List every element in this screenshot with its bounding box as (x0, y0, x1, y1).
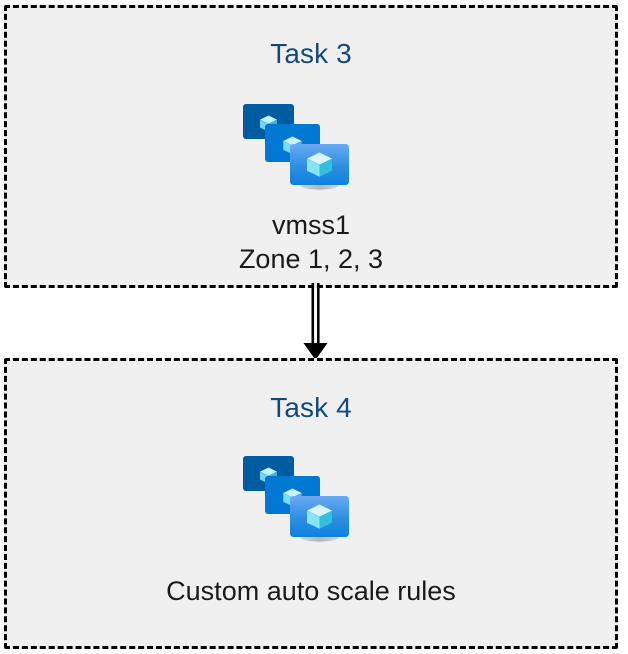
connector-arrow-task3-to-task4 (296, 283, 336, 361)
task-box-task3-content: Task 3 (7, 8, 615, 285)
box-label-zones: Zone 1, 2, 3 (238, 244, 384, 274)
box-label-vmss1: vmss1 (271, 210, 350, 240)
vmss-icon (240, 99, 350, 195)
vmss-icon (240, 451, 350, 547)
box-label-custom-auto-scale-rules: Custom auto scale rules (166, 576, 456, 606)
task-title-task3: Task 3 (270, 38, 352, 69)
task-box-task4[interactable]: Task 4 (4, 358, 618, 649)
task-box-task3[interactable]: Task 3 (4, 5, 618, 288)
task-box-task4-content: Task 4 (7, 361, 615, 646)
task-title-task4: Task 4 (270, 392, 352, 423)
